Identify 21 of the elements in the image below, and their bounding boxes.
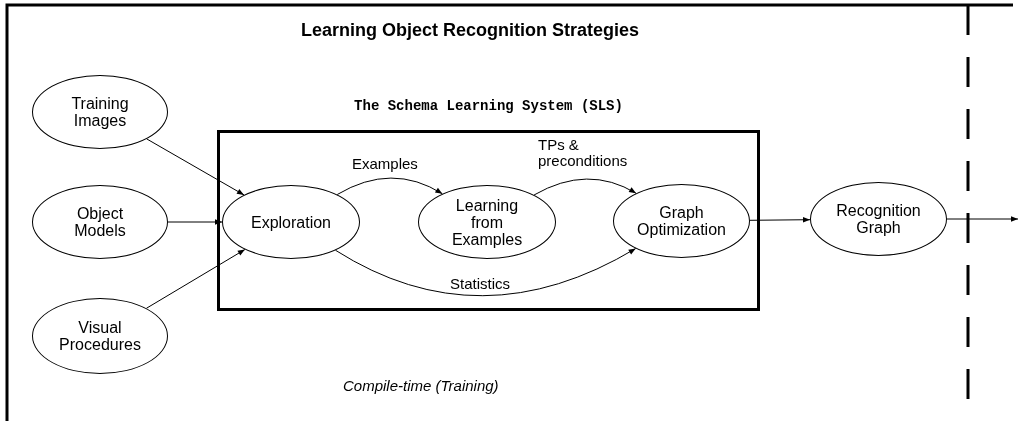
node-label: Learning from Examples xyxy=(450,196,524,248)
arrow xyxy=(946,216,1019,222)
arrow xyxy=(533,178,637,196)
arrow xyxy=(336,177,443,196)
node-label: Visual Procedures xyxy=(58,319,142,353)
arrow xyxy=(167,219,223,225)
node-label: Recognition Graph xyxy=(835,202,922,236)
node-label: Graph Optimization xyxy=(636,204,727,238)
node-label: Training Images xyxy=(70,95,130,129)
edge-label: Statistics xyxy=(450,276,511,292)
phase-note: Compile-time (Training) xyxy=(343,377,499,394)
arrow xyxy=(146,138,245,196)
system-heading: The Schema Learning System (SLS) xyxy=(353,98,624,114)
edge-label: Examples xyxy=(352,156,419,172)
edge-label: TPs & preconditions xyxy=(538,137,629,169)
node-label: Exploration xyxy=(250,213,331,231)
node-label: Object Models xyxy=(73,205,127,239)
diagram-title: Learning Object Recognition Strategies xyxy=(299,20,641,41)
arrow xyxy=(146,249,246,309)
arrow xyxy=(749,216,811,223)
arrow xyxy=(335,248,637,297)
